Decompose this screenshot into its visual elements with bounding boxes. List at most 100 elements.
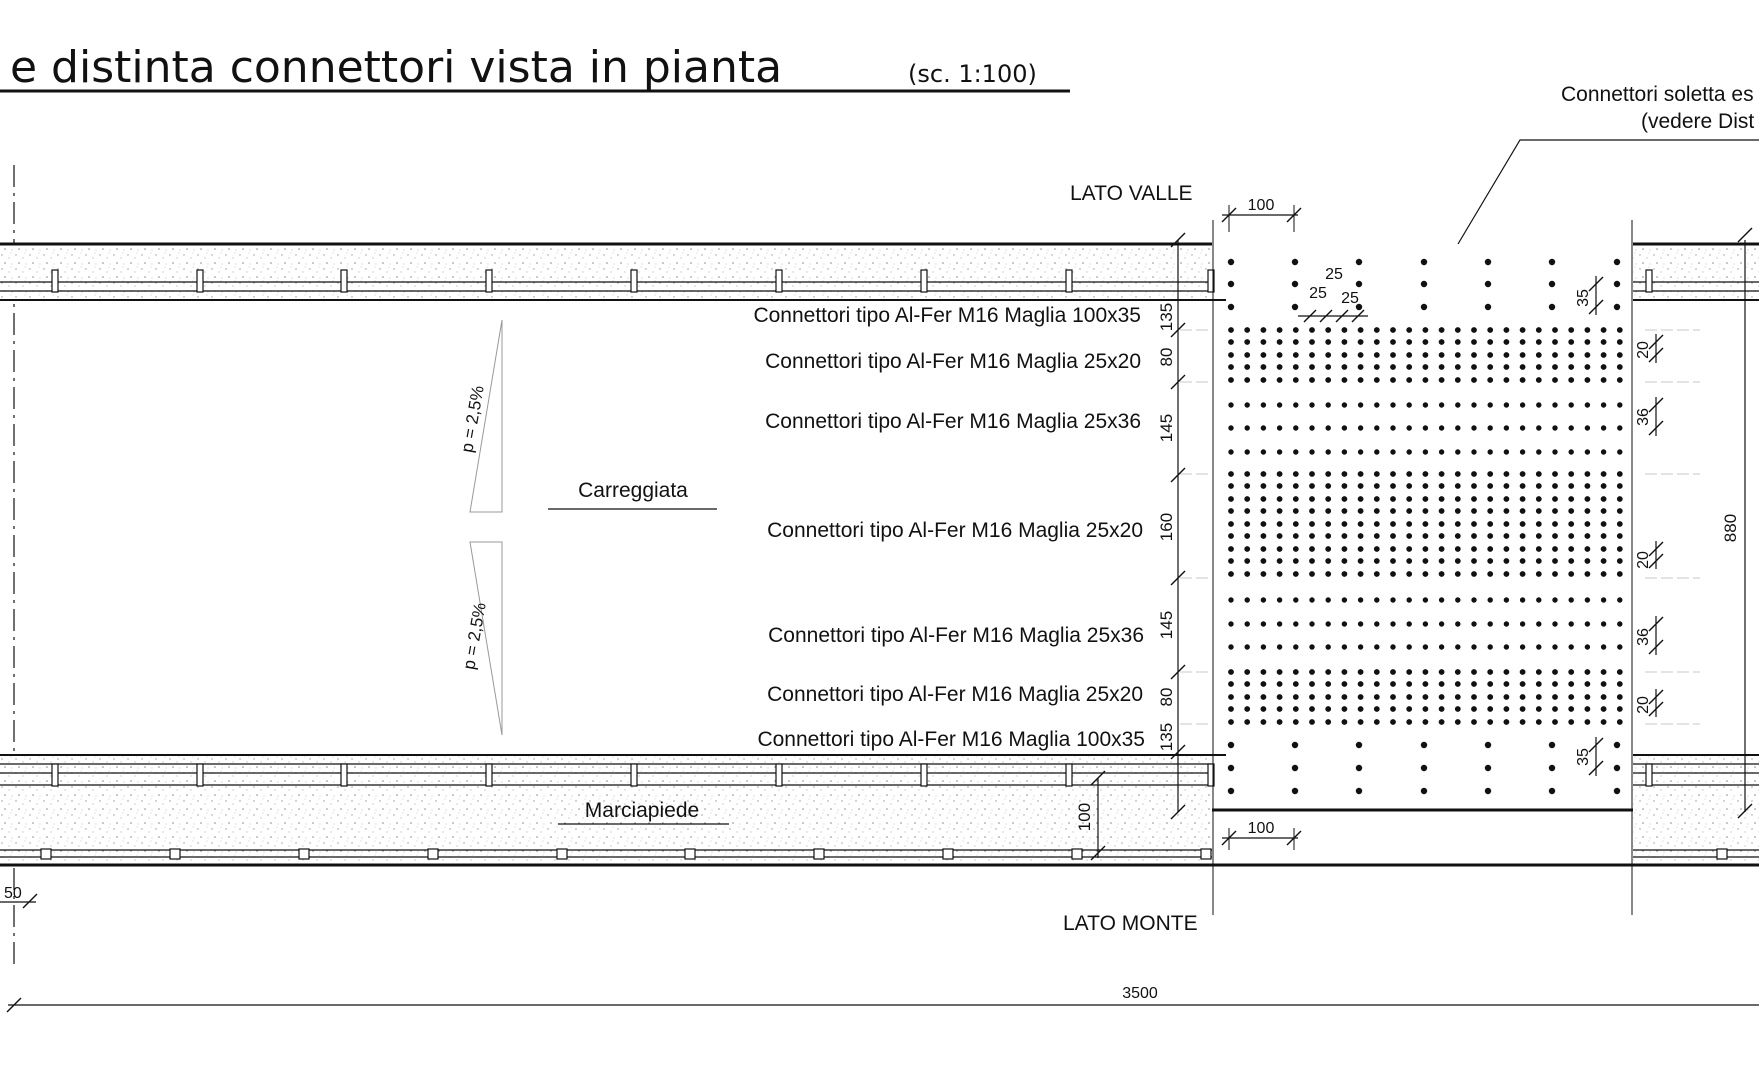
connector-stud-25x20 [1471,521,1477,527]
connector-stud-25x20 [1519,496,1526,502]
connector-stud-25x20 [1616,471,1623,477]
connector-stud-100x35 [1613,787,1621,795]
connector-stud-25x20 [1390,377,1396,383]
connector-stud-25x20 [1616,558,1623,564]
connector-stud-25x20 [1244,706,1251,712]
connector-stud-25x20 [1390,471,1396,477]
connector-stud-25x20 [1228,364,1234,370]
connector-stud-25x20 [1503,558,1510,564]
connector-stud-25x20 [1228,377,1234,383]
connector-stud-25x20 [1438,669,1445,675]
connector-stud-25x20 [1292,571,1299,577]
connector-stud-25x20 [1406,327,1413,333]
connector-stud-25x20 [1228,533,1234,539]
connector-stud-25x20 [1260,719,1267,725]
connector-stud-25x20 [1568,719,1575,725]
connector-stud-25x20 [1244,521,1251,527]
connector-stud-25x36 [1503,425,1510,431]
connector-stud-25x36 [1584,449,1591,455]
connector-stud-25x20 [1325,546,1332,552]
connector-stud-25x20 [1454,508,1461,514]
connector-stud-25x20 [1454,377,1461,383]
curb-anchor [684,848,696,860]
connector-stud-25x20 [1341,706,1348,712]
connector-stud-25x36 [1568,597,1574,603]
connector-stud-25x20 [1341,339,1348,345]
connector-stud-25x20 [1471,352,1477,358]
connector-stud-25x20 [1260,339,1267,345]
connector-stud-25x20 [1309,719,1315,725]
connector-stud-25x36 [1341,425,1348,431]
pitch-36-2-line-tick [1648,616,1664,632]
connector-stud-25x20 [1422,719,1429,725]
connector-stud-25x36 [1276,449,1283,455]
connector-stud-25x20 [1373,681,1380,687]
connector-stud-25x20 [1260,694,1267,700]
pitch-20-2: 20 [1635,551,1652,569]
connector-stud-25x36 [1536,449,1542,455]
connector-stud-25x36 [1519,425,1526,431]
connector-stud-25x20 [1584,719,1591,725]
connector-stud-25x20 [1438,681,1445,687]
guardrail-post-top [1065,269,1073,293]
connector-stud-25x20 [1228,681,1234,687]
connector-stud-25x20 [1535,352,1542,358]
connector-stud-25x20 [1471,327,1477,333]
connector-stud-25x36 [1406,597,1412,603]
connector-stud-25x20 [1616,327,1623,333]
connector-stud-25x36 [1228,597,1234,603]
connector-stud-25x36 [1406,644,1412,650]
connector-stud-25x20 [1244,546,1251,552]
connector-stud-25x20 [1292,377,1299,383]
connector-stud-25x20 [1584,706,1591,712]
connector-stud-25x20 [1487,546,1494,552]
connector-stud-25x20 [1341,521,1348,527]
connector-stud-25x36 [1260,597,1267,603]
connector-stud-25x20 [1325,483,1332,489]
connector-stud-25x20 [1552,327,1558,333]
connector-stud-25x20 [1406,571,1413,577]
connector-stud-25x20 [1406,681,1413,687]
connector-stud-25x20 [1260,352,1267,358]
connector-stud-25x20 [1438,521,1445,527]
connector-stud-25x20 [1309,694,1315,700]
connector-stud-25x20 [1325,339,1332,345]
connector-stud-25x20 [1471,483,1477,489]
connector-stud-25x36 [1600,644,1607,650]
connector-stud-25x20 [1406,508,1413,514]
connector-stud-25x20 [1600,377,1607,383]
connector-stud-25x20 [1454,327,1461,333]
connector-stud-25x36 [1406,402,1412,408]
connector-stud-25x20 [1357,508,1364,514]
connector-stud-25x20 [1600,508,1607,514]
connector-stud-25x20 [1584,483,1591,489]
connector-stud-25x20 [1487,669,1494,675]
connector-stud-25x36 [1552,597,1558,603]
connector-stud-25x20 [1357,681,1364,687]
connector-stud-25x20 [1228,558,1234,564]
guardrail-post-bottom [775,763,783,787]
connector-stud-25x36 [1293,597,1299,603]
connector-stud-25x20 [1292,483,1299,489]
connector-stud-25x20 [1535,496,1542,502]
connector-stud-25x36 [1455,402,1461,408]
connector-stud-100x35 [1355,764,1363,772]
connector-stud-25x20 [1341,483,1348,489]
connector-stud-25x36 [1600,402,1607,408]
row-guide-lines [1180,329,1700,725]
connector-stud-25x20 [1309,533,1315,539]
connector-stud-100x35 [1484,787,1492,795]
connector-stud-25x36 [1422,644,1429,650]
connector-stud-100x35 [1227,787,1235,795]
connector-stud-25x20 [1357,483,1364,489]
connector-stud-25x20 [1552,339,1558,345]
connector-stud-25x20 [1228,571,1234,577]
guardrail-post-top [775,269,783,293]
connector-stud-25x20 [1535,377,1542,383]
connector-stud-25x20 [1616,719,1623,725]
connector-stud-25x20 [1535,669,1542,675]
row-dim-7: 135 [1157,723,1176,751]
connector-stud-25x20 [1600,669,1607,675]
connector-stud-25x20 [1487,352,1494,358]
